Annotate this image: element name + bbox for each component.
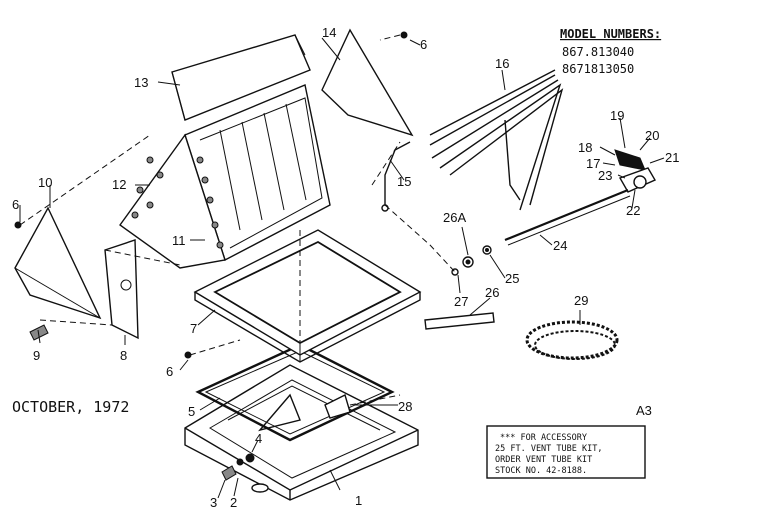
note-line-4: STOCK NO. 42-8188. bbox=[495, 466, 587, 476]
gasket-frame bbox=[195, 343, 395, 442]
label-part-23: 23 bbox=[598, 168, 612, 183]
side-plate-right bbox=[321, 28, 414, 137]
label-part-6-middle: 6 bbox=[166, 364, 173, 379]
diagram-date: OCTOBER, 1972 bbox=[12, 398, 129, 416]
coil-tube-ends bbox=[131, 156, 224, 249]
label-part-8: 8 bbox=[120, 348, 127, 363]
label-part-6-top: 6 bbox=[420, 37, 427, 52]
label-part-18: 18 bbox=[578, 140, 592, 155]
note-line-2: 25 FT. VENT TUBE KIT, bbox=[495, 444, 602, 454]
label-part-1: 1 bbox=[355, 493, 362, 508]
label-part-5: 5 bbox=[188, 404, 195, 419]
top-plate bbox=[171, 34, 311, 121]
model-numbers-block: MODEL NUMBERS: 867.813040 8671813050 bbox=[560, 27, 661, 76]
label-part-17: 17 bbox=[586, 156, 600, 171]
label-part-21: 21 bbox=[665, 150, 679, 165]
label-part-24: 24 bbox=[553, 238, 567, 253]
coil-fin-lines bbox=[219, 103, 307, 231]
label-part-26a: 26A bbox=[443, 210, 466, 225]
note-line-3: ORDER VENT TUBE KIT bbox=[495, 455, 592, 465]
label-part-22: 22 bbox=[626, 203, 640, 218]
model-number-1: 867.813040 bbox=[562, 45, 634, 59]
label-part-27: 27 bbox=[454, 294, 468, 309]
model-number-2: 8671813050 bbox=[562, 62, 634, 76]
label-part-20: 20 bbox=[645, 128, 659, 143]
label-part-15: 15 bbox=[397, 174, 411, 189]
label-part-12: 12 bbox=[112, 177, 126, 192]
label-part-28: 28 bbox=[398, 399, 412, 414]
model-numbers-title: MODEL NUMBERS: bbox=[560, 27, 661, 41]
label-part-26: 26 bbox=[485, 285, 499, 300]
label-part-4: 4 bbox=[255, 431, 262, 446]
label-part-13: 13 bbox=[134, 75, 148, 90]
vent-tube-coil bbox=[525, 320, 619, 360]
accessory-note-box: *** FOR ACCESSORY 25 FT. VENT TUBE KIT, … bbox=[486, 425, 646, 479]
label-part-2: 2 bbox=[230, 495, 237, 510]
label-part-9: 9 bbox=[33, 348, 40, 363]
valve-assembly bbox=[614, 149, 656, 193]
label-part-16: 16 bbox=[495, 56, 509, 71]
assembly-leader-lines bbox=[19, 34, 456, 406]
label-part-14: 14 bbox=[322, 25, 336, 40]
label-part-3: 3 bbox=[210, 495, 217, 510]
refrigerant-tubes bbox=[429, 69, 564, 211]
sheet-id: A3 bbox=[636, 403, 652, 418]
label-part-11: 11 bbox=[172, 233, 186, 248]
fasteners bbox=[14, 31, 408, 481]
label-part-10: 10 bbox=[38, 175, 52, 190]
callout-leaders bbox=[19, 37, 665, 499]
bracket-plate bbox=[104, 239, 139, 340]
label-part-6-left: 6 bbox=[12, 197, 19, 212]
label-part-19: 19 bbox=[610, 108, 624, 123]
part-number-labels: 1 2 3 4 5 6 6 6 7 8 9 10 11 12 13 14 15 … bbox=[12, 25, 679, 510]
note-line-1: *** FOR ACCESSORY bbox=[500, 433, 587, 443]
extension-rod bbox=[504, 188, 631, 246]
label-part-29: 29 bbox=[574, 293, 588, 308]
washers-nuts bbox=[451, 245, 492, 276]
top-frame bbox=[193, 229, 422, 363]
label-part-7: 7 bbox=[190, 321, 197, 336]
label-part-25: 25 bbox=[505, 271, 519, 286]
drain-pan-base bbox=[184, 364, 419, 501]
insulation-sleeve bbox=[424, 312, 495, 330]
side-plate-left bbox=[14, 206, 102, 320]
baffle-clip bbox=[324, 393, 351, 419]
a-coil-assembly bbox=[119, 84, 331, 269]
